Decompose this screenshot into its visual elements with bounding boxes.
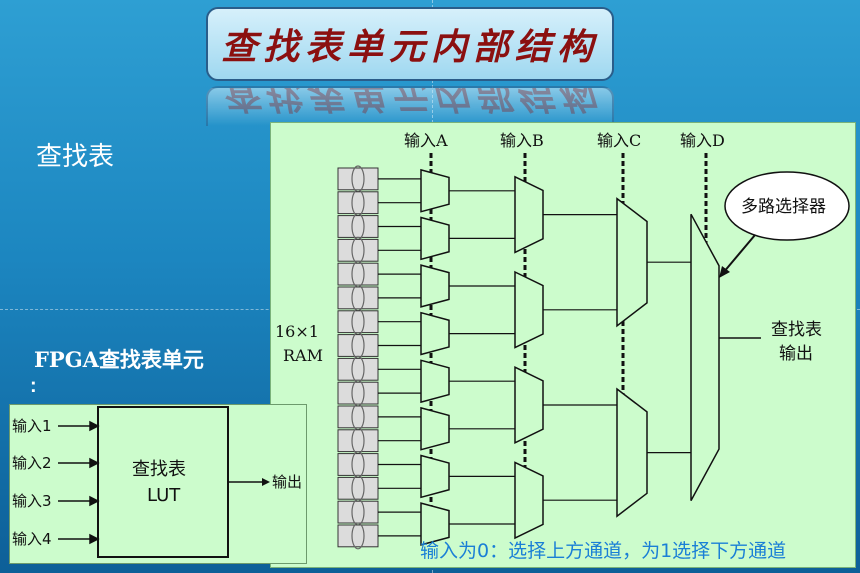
- lut-input-1-label: 输入1: [12, 417, 52, 435]
- output-label-line2: 输出: [779, 344, 813, 364]
- input-d-label: 输入D: [680, 131, 725, 150]
- lut-input-arrows: [58, 420, 100, 545]
- ram-cell: [337, 191, 379, 215]
- mux-level-1: [420, 454, 450, 499]
- slide-title-reflection: 查找表单元内部结构: [206, 86, 614, 126]
- lut-input-2-label: 输入2: [12, 454, 52, 472]
- lut-output-arrow-head: [262, 478, 270, 486]
- ram-cell: [337, 476, 379, 500]
- ram-cell: [337, 357, 379, 381]
- slide-title-reflection-text: 查找表单元内部结构: [220, 86, 599, 115]
- mux-level-1: [420, 311, 450, 356]
- ram-cell: [337, 429, 379, 453]
- mux-level-4: [690, 213, 720, 501]
- fpga-label: FPGA查找表单元: [34, 347, 204, 372]
- mux-level-1: [420, 264, 450, 308]
- mux-level-1: [420, 502, 450, 546]
- slide-title-box: 查找表单元内部结构: [206, 7, 614, 81]
- lut-block-diagram: 查找表 LUT 输入1 输入2 输入3 输入4 输出: [12, 406, 302, 558]
- callout-arrow: [722, 234, 756, 274]
- ram-cell: [337, 500, 379, 524]
- ram-cell: [337, 286, 379, 310]
- left-heading: 查找表: [36, 142, 115, 172]
- selection-note: 输入为0：选择上方通道，为1选择下方通道: [420, 540, 787, 562]
- lut-box-title: 查找表: [132, 459, 186, 480]
- ram-cell: [337, 310, 379, 334]
- ram-cell: [337, 334, 379, 357]
- ram-cell: [337, 381, 379, 405]
- mux-level-1: [420, 168, 450, 213]
- input-c-label: 输入C: [597, 131, 641, 150]
- mux-level-3: [616, 387, 648, 518]
- mux-level-3: [616, 197, 648, 328]
- mux-callout-bubble: [724, 171, 850, 241]
- lut-input-4-label: 输入4: [12, 530, 52, 548]
- mux-tree: [378, 168, 720, 546]
- ram-cell: [337, 167, 379, 191]
- ram-size-label: 16×1: [275, 322, 319, 341]
- lut-input-3-label: 输入3: [12, 492, 52, 510]
- slide-title: 查找表单元内部结构: [220, 27, 599, 67]
- ram-cell: [337, 215, 379, 238]
- output-label-line1: 查找表: [771, 320, 822, 340]
- ram-cell: [337, 238, 379, 262]
- ram-cell-column: [337, 165, 379, 550]
- mux-level-2: [514, 461, 544, 540]
- callout-arrow-head: [719, 266, 730, 278]
- ram-cell: [337, 405, 379, 429]
- lut-internal-diagram-panel: 输入A 输入B 输入C 输入D 16×1 RAM 多路选择器 查找表 输出: [270, 122, 856, 568]
- ram-cell: [337, 453, 379, 476]
- mux-level-2: [514, 366, 544, 444]
- input-b-label: 输入B: [500, 131, 544, 150]
- lut-box: [97, 406, 229, 558]
- fpga-colon: :: [30, 375, 37, 397]
- ram-cell-link: [351, 522, 365, 550]
- input-a-label: 输入A: [404, 131, 448, 150]
- ram-cell: [337, 524, 379, 548]
- mux-level-1: [420, 359, 450, 404]
- mux-level-1: [420, 406, 450, 451]
- mux-level-2: [514, 270, 544, 349]
- lut-internal-diagram: 输入A 输入B 输入C 输入D 16×1 RAM 多路选择器 查找表 输出: [275, 131, 850, 550]
- mux-level-2: [514, 175, 544, 254]
- mux-callout-text: 多路选择器: [741, 197, 826, 217]
- mux-level-1: [420, 216, 450, 261]
- lut-box-subtitle: LUT: [147, 485, 181, 506]
- lut-block-panel: 查找表 LUT 输入1 输入2 输入3 输入4 输出: [9, 404, 307, 564]
- ram-cell: [337, 262, 379, 286]
- ram-type-label: RAM: [283, 346, 323, 365]
- lut-output-label: 输出: [272, 473, 302, 491]
